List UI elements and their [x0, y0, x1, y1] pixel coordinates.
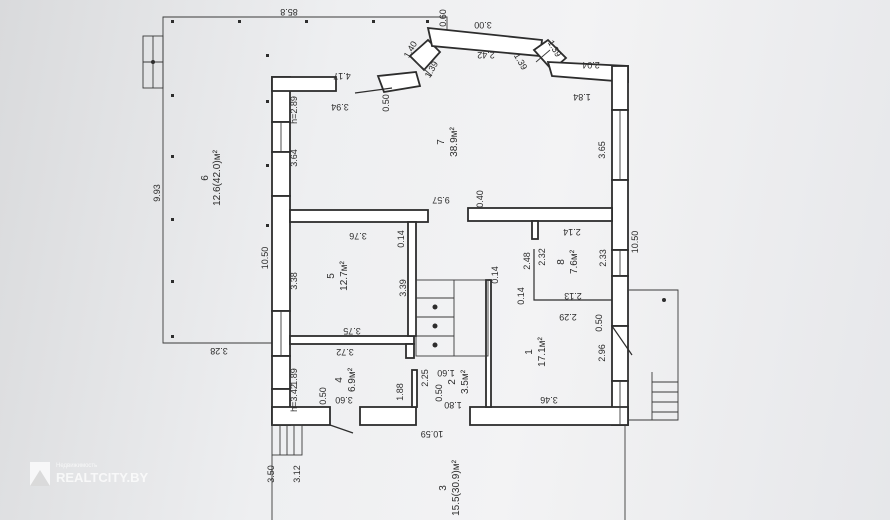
dim-label: 3.28: [210, 346, 228, 356]
dim-label: 0.14: [396, 230, 406, 248]
dim-label: 3.46: [540, 395, 558, 405]
terrace-outline: [142, 16, 448, 344]
dim-label: 2.33: [598, 249, 608, 267]
dim-label: 2.14: [563, 227, 581, 237]
dim-label: 1.89: [289, 368, 299, 386]
room-number: 5: [326, 273, 337, 279]
dim-label: 0.60: [438, 9, 448, 27]
dim-label: 0.50: [318, 387, 328, 405]
room-area: 12.7м²: [339, 260, 350, 290]
dim-label: 2.13: [564, 291, 582, 301]
dim-label: 10.59: [421, 429, 444, 439]
room-number: 7: [436, 139, 447, 145]
walls: [271, 26, 629, 426]
dim-label: 0.50: [434, 384, 444, 402]
dim-label: h=3.42: [289, 384, 299, 412]
dim-label: 3.12: [292, 465, 302, 483]
windows: [280, 49, 621, 425]
dim-label: 3.65: [597, 141, 607, 159]
dim-label: 0.14: [490, 266, 500, 284]
terrace-3-outline: [271, 424, 626, 520]
dim-label: h=2.89: [289, 96, 299, 124]
dim-label: 3.50: [266, 465, 276, 483]
room-number: 6: [200, 175, 211, 181]
dim-label: 0.40: [475, 190, 485, 208]
dim-label: 3.75: [343, 326, 361, 336]
dim-label: 1.80: [444, 400, 462, 410]
dim-label: 3.60: [335, 395, 353, 405]
terrace-post-markers: [171, 20, 429, 338]
room-number: 4: [334, 377, 345, 383]
dim-label: 2.42: [477, 50, 495, 60]
dim-label: 85.8: [280, 7, 298, 17]
room-label-2: 2 3.5м²: [447, 369, 471, 394]
dim-label: 10.50: [260, 247, 270, 270]
dim-label: 9.57: [432, 195, 450, 205]
dim-label: 1.88: [395, 383, 405, 401]
room-number: 2: [447, 379, 458, 385]
dim-label: 3.64: [289, 149, 299, 167]
room-label-7: 7 38.9м²: [436, 126, 460, 156]
room-number: 1: [524, 349, 535, 355]
dim-label: 2.48: [522, 252, 532, 270]
doors: [329, 87, 633, 434]
room-label-4: 4 6.9м²: [334, 367, 358, 392]
watermark: Недвижимость REALTCITY.BY: [30, 462, 149, 486]
dim-label: 3.72: [336, 347, 354, 357]
room-area: 6.9м²: [347, 367, 358, 392]
room-label-3: 3 15.5(30.9)м²: [438, 459, 462, 515]
room-label-8: 8 7.6м²: [556, 249, 580, 274]
room-area: 15.5(30.9)м²: [451, 459, 462, 515]
room-area: 7.6м²: [569, 249, 580, 274]
room-area: 17.1м²: [537, 336, 548, 366]
watermark-text: REALTCITY.BY: [56, 470, 149, 485]
room-area: 3.5м²: [460, 369, 471, 394]
dim-label: 4.17: [333, 71, 351, 81]
room-area: 12.6(42.0)м²: [212, 149, 223, 205]
dim-label: 2.04: [582, 60, 600, 70]
stairs: [415, 279, 489, 357]
dim-label: 0.50: [381, 94, 391, 112]
dim-label: 2.96: [597, 344, 607, 362]
dim-label: 0.14: [516, 287, 526, 305]
room-number: 8: [556, 259, 567, 265]
dim-label: 10.50: [630, 231, 640, 254]
room-label-6: 6 12.6(42.0)м²: [200, 149, 223, 205]
dim-label: 2.29: [559, 312, 577, 322]
dim-label: 3.94: [331, 102, 349, 112]
porch-right: [627, 289, 679, 421]
room-label-5: 5 12.7м²: [326, 260, 350, 290]
dim-label: 1.84: [573, 92, 591, 102]
dim-label: 3.00: [474, 20, 492, 30]
room-area: 38.9м²: [449, 126, 460, 156]
dim-label: 9.93: [152, 184, 162, 202]
dim-label: 2.32: [537, 248, 547, 266]
watermark-small-text: Недвижимость: [56, 463, 97, 469]
dim-label: 3.76: [349, 231, 367, 241]
dim-label: 1.60: [437, 368, 455, 378]
room-label-1: 1 17.1м²: [524, 336, 548, 366]
dim-label: 3.38: [289, 272, 299, 290]
dim-label: 3.39: [398, 279, 408, 297]
dim-label: 0.50: [594, 314, 604, 332]
dim-label: 2.25: [420, 369, 430, 387]
room-number: 3: [438, 485, 449, 491]
